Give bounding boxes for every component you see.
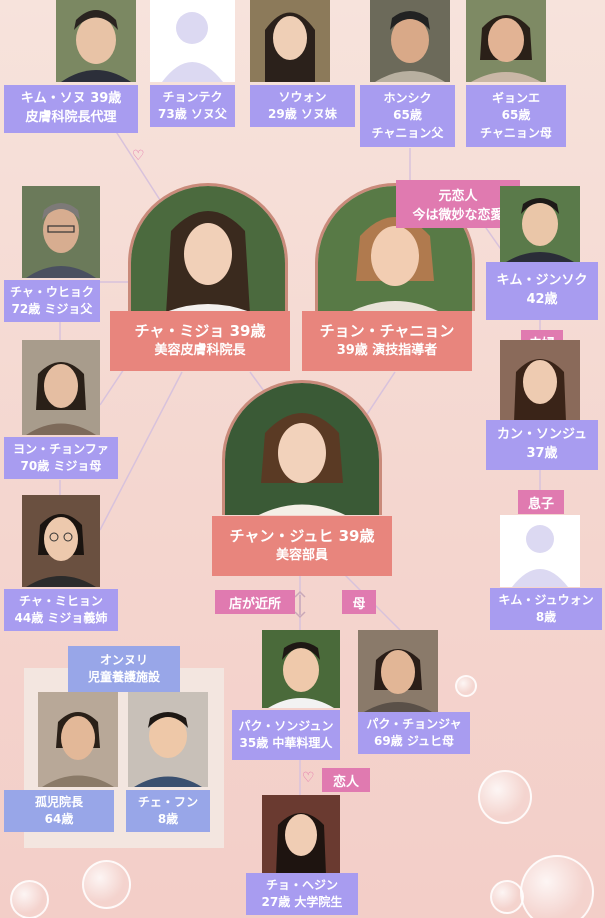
sowon-name: ソウォン [278, 89, 327, 104]
heart-icon: ♡ [302, 770, 315, 786]
cho-hejin-photo [262, 795, 340, 875]
chan-juhi-photo [222, 380, 382, 515]
chon-chanyon-name: チョン・チャニョン [319, 321, 455, 340]
bubble-decoration [455, 675, 477, 697]
gyone-photo [466, 0, 546, 82]
sowon-photo [250, 0, 330, 82]
cha-uhyoku-name: チャ・ウヒョク [10, 284, 94, 299]
cha-uhyoku-role: 72歳 ミジョ父 [11, 302, 93, 316]
sowon-card: ソウォン 29歳 ソヌ妹 [250, 85, 355, 127]
yon-chonfa-role: 70歳 ミジョ母 [20, 459, 102, 473]
lovers-label: 恋人 [332, 774, 359, 790]
honshiku-card: ホンシク 65歳 チャニョン父 [360, 85, 455, 147]
chonteku-role: 73歳 ソヌ父 [158, 107, 227, 121]
paku-chonja-role: 69歳 ジュヒ母 [373, 734, 455, 748]
son-label: 息子 [527, 496, 554, 512]
near-shop-label: 店が近所 [228, 596, 281, 612]
director-role: 孤児院長 [34, 794, 83, 809]
kim-jinsoku-photo [500, 186, 580, 262]
cha-mijo-photo [128, 183, 288, 311]
paku-sonjun-name: パク・ソンジュン [238, 718, 334, 733]
kim-juwon-photo [500, 515, 580, 587]
chan-juhi-card: チャン・ジュヒ 39歳 美容部員 [212, 516, 392, 576]
kim-jinsoku-name: キム・ジンソク [496, 273, 588, 289]
kim-jinsoku-card: キム・ジンソク 42歳 [486, 262, 598, 320]
bubble-decoration [10, 880, 49, 918]
che-fun-name: チェ・フン [137, 794, 199, 809]
subtle-romance-label: 今は微妙な恋愛 [412, 208, 504, 223]
cha-uhyoku-photo [22, 186, 100, 278]
kim-sonu-card: キム・ソヌ 39歳 皮膚科院長代理 [4, 85, 138, 133]
bubble-decoration [82, 860, 131, 909]
mother-tag: 母 [342, 590, 376, 614]
cha-mihyon-card: チャ・ミヒョン 44歳 ミジョ義姉 [4, 589, 118, 631]
paku-chonja-card: パク・チョンジャ 69歳 ジュヒ母 [358, 712, 470, 754]
che-fun-age: 8歳 [157, 812, 179, 826]
kan-sonju-card: カン・ソンジュ 37歳 [486, 420, 598, 470]
che-fun-card: チェ・フン 8歳 [126, 790, 210, 832]
cha-uhyoku-card: チャ・ウヒョク 72歳 ミジョ父 [4, 280, 100, 322]
cho-hejin-card: チョ・ヘジン 27歳 大学院生 [246, 873, 358, 915]
kan-sonju-photo [500, 340, 580, 422]
director-age: 64歳 [44, 812, 74, 826]
kim-sonu-role: 皮膚科院長代理 [25, 110, 117, 125]
chonteku-name: チョンテク [162, 89, 223, 104]
paku-sonjun-photo [262, 630, 340, 708]
paku-sonjun-card: パク・ソンジュン 35歳 中華料理人 [232, 710, 340, 760]
chon-chanyon-card: チョン・チャニョン 39歳 演技指導者 [302, 311, 472, 371]
honshiku-name: ホンシク [383, 90, 432, 105]
chan-juhi-name: チャン・ジュヒ 39歳 [229, 526, 375, 545]
paku-chonja-photo [358, 630, 438, 712]
kim-jinsoku-age: 42歳 [526, 292, 558, 307]
honshiku-photo [370, 0, 450, 82]
cha-mihyon-name: チャ・ミヒョン [19, 593, 103, 608]
kan-sonju-age: 37歳 [526, 446, 558, 461]
chan-juhi-role: 美容部員 [275, 548, 328, 564]
near-shop-tag: 店が近所 [215, 590, 295, 614]
chonteku-card: チョンテク 73歳 ソヌ父 [150, 85, 235, 127]
cho-hejin-role: 27歳 大学院生 [261, 895, 343, 909]
cha-mijo-role: 美容皮膚科院長 [154, 343, 246, 359]
director-card: 孤児院長 64歳 [4, 790, 114, 832]
orphanage-card: オンヌリ 児童養護施設 [68, 646, 180, 692]
sowon-role: 29歳 ソヌ妹 [268, 107, 337, 121]
kim-sonu-photo [56, 0, 136, 82]
son-tag: 息子 [518, 490, 564, 514]
gyone-name: ギョンエ [491, 90, 540, 105]
kim-juwon-card: キム・ジュウォン 8歳 [490, 588, 602, 630]
yon-chonfa-name: ヨン・チョンファ [13, 441, 109, 456]
cha-mihyon-photo [22, 495, 100, 587]
paku-chonja-name: パク・チョンジャ [366, 716, 462, 731]
kan-sonju-name: カン・ソンジュ [496, 427, 588, 443]
honshiku-role: チャニョン父 [371, 125, 444, 140]
yon-chonfa-card: ヨン・チョンファ 70歳 ミジョ母 [4, 437, 118, 479]
orphanage-type: 児童養護施設 [87, 670, 160, 684]
kim-juwon-name: キム・ジュウォン [498, 592, 594, 607]
ex-lovers-label: 元恋人 [438, 189, 478, 204]
yon-chonfa-photo [22, 340, 100, 435]
cha-mijo-card: チャ・ミジョ 39歳 美容皮膚科院長 [110, 311, 290, 371]
che-fun-photo [128, 692, 208, 787]
gyone-role: チャニョン母 [480, 125, 552, 140]
mother-label: 母 [352, 596, 366, 612]
gyone-age: 65歳 [501, 108, 531, 123]
lovers-tag: 恋人 [322, 768, 370, 792]
paku-sonjun-role: 35歳 中華料理人 [239, 736, 333, 750]
bubble-decoration [478, 770, 532, 824]
kim-juwon-age: 8歳 [535, 610, 557, 624]
cha-mijo-name: チャ・ミジョ 39歳 [134, 321, 266, 340]
orphanage-name: オンヌリ [99, 652, 148, 667]
chon-chanyon-role: 39歳 演技指導者 [336, 343, 438, 359]
gyone-card: ギョンエ 65歳 チャニョン母 [466, 85, 566, 147]
kim-sonu-name: キム・ソヌ 39歳 [20, 91, 122, 107]
cho-hejin-name: チョ・ヘジン [265, 877, 338, 892]
chonteku-photo [150, 0, 235, 82]
honshiku-age: 65歳 [393, 108, 422, 123]
cha-mihyon-role: 44歳 ミジョ義姉 [14, 611, 108, 625]
bubble-decoration [490, 880, 524, 914]
director-photo [38, 692, 118, 787]
ex-lovers-tag: 元恋人 今は微妙な恋愛 [396, 180, 520, 228]
heart-icon: ♡ [132, 148, 145, 164]
